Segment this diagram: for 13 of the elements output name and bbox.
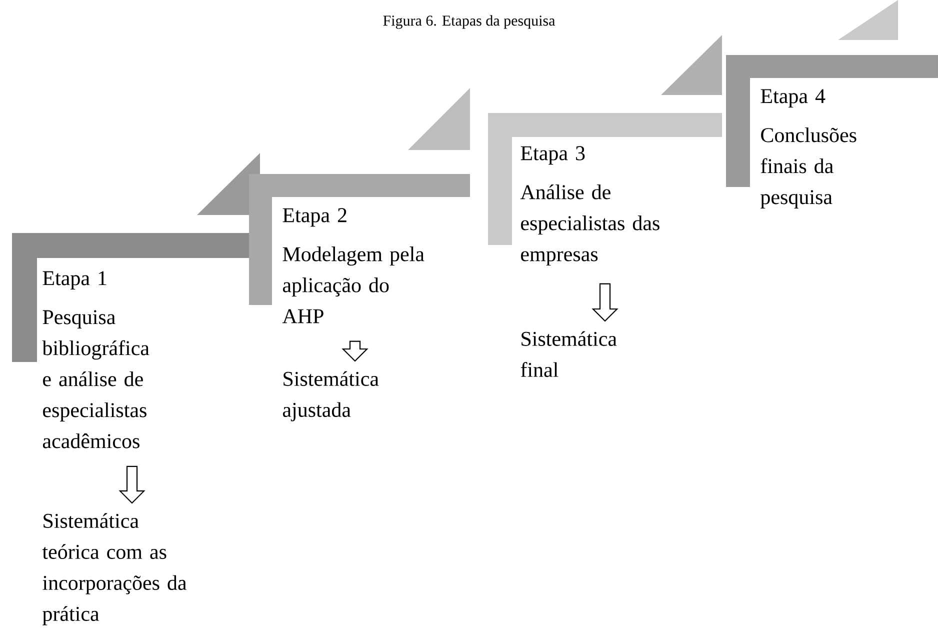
- down-arrow: [342, 340, 368, 362]
- figure-title: Figura 6. Etapas da pesquisa: [383, 15, 556, 29]
- down-arrow: [118, 466, 146, 504]
- result-text: Sistemática final: [520, 331, 617, 377]
- node-label: AHP: [282, 309, 324, 324]
- down-arrow: [592, 283, 618, 322]
- result-text: Sistemática ajustada: [282, 371, 379, 422]
- stage-band: Etapa 4 Conclusões finais da pesquisa: [726, 55, 938, 208]
- stage-band: Etapa 3 Análise de especialistas das empresas: [488, 113, 722, 266]
- result-text: Sistemática teórica com as incorporações da prática: [42, 513, 187, 626]
- node-label: empresas: [521, 251, 598, 266]
- node-label: pesquisa: [760, 190, 832, 208]
- node-label: e análise de especialistas acadêmicos: [42, 371, 146, 448]
